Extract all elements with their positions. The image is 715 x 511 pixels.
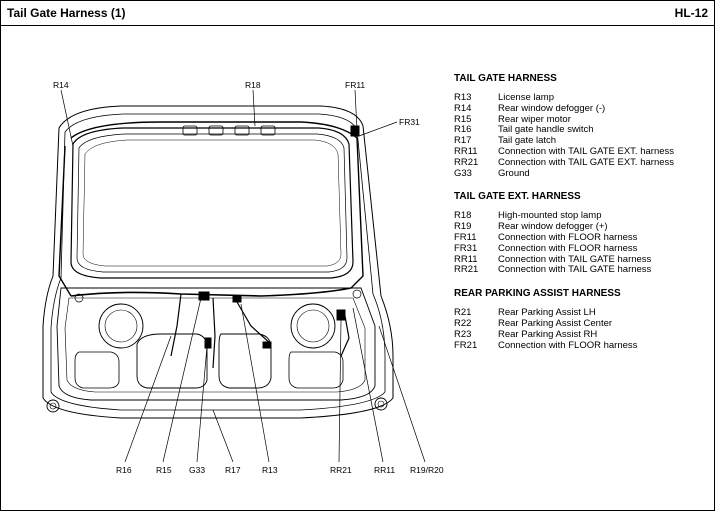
list-item: RR11 Connection with TAIL GATE EXT. harne… (454, 145, 712, 158)
connector-code: G33 (454, 167, 472, 179)
right-speaker-boss (290, 303, 336, 349)
connector-desc: Rear window defogger (+) (498, 221, 608, 233)
tailgate-outer-outline (42, 105, 394, 419)
list-item: FR31 Connection with FLOOR harness (454, 242, 712, 255)
list-item: R17 Tail gate latch (454, 135, 712, 147)
list-item: R16 Tail gate handle switch (454, 125, 712, 136)
list-item: RR11 Connection with TAIL GATE harness (454, 253, 712, 266)
list-item: R18 High-mounted stop lamp (454, 211, 712, 222)
callout-r13: R13 (262, 465, 278, 475)
callout-r16: R16 (116, 465, 132, 475)
callout-fr11: FR11 (345, 80, 365, 90)
connector-code: FR31 (454, 242, 478, 254)
connector-code: R21 (454, 307, 472, 319)
page-title: Tail Gate Harness (1) (7, 6, 126, 20)
connector-code: RR21 (454, 156, 479, 168)
connector-desc: Connection with TAIL GATE EXT. harness (498, 156, 675, 168)
page-number: HL-12 (674, 6, 708, 20)
window-opening (70, 127, 354, 279)
list-item: G33 Ground (454, 167, 712, 180)
connector-desc: Rear Parking Assist LH (498, 307, 596, 319)
callout-r17: R17 (225, 465, 241, 475)
connector-desc: Rear window defogger (-) (498, 102, 606, 114)
connector-code: R14 (454, 102, 472, 114)
connector-desc: Rear wiper motor (498, 113, 571, 125)
section-title: TAIL GATE EXT. HARNESS (454, 191, 581, 203)
connector-desc: Ground (498, 167, 530, 179)
list-item: FR21 Connection with FLOOR harness (454, 339, 712, 352)
list-item: R22 Rear Parking Assist Center (454, 317, 712, 330)
connector-desc: Connection with FLOOR harness (498, 242, 638, 254)
callout-fr31: FR31 (399, 117, 420, 127)
connector-code: R15 (454, 113, 472, 125)
connector-desc: Rear Parking Assist RH (498, 328, 598, 340)
connector-code: R18 (454, 210, 472, 222)
left-speaker-boss (98, 303, 144, 349)
callout-r19-r20: R19/R20 (410, 465, 444, 475)
connector-code: R23 (454, 328, 472, 340)
list-item: R15 Rear wiper motor (454, 113, 712, 126)
list-item: RR21 Connection with TAIL GATE EXT. harne… (454, 156, 712, 169)
connector-desc: Connection with FLOOR harness (498, 339, 638, 351)
list-item: R21 Rear Parking Assist LH (454, 307, 712, 319)
section-title: REAR PARKING ASSIST HARNESS (454, 288, 621, 300)
connector-desc: Connection with TAIL GATE harness (498, 264, 652, 276)
callout-r18: R18 (245, 80, 261, 90)
connector-desc: High-mounted stop lamp (498, 210, 602, 222)
callout-rr21: RR21 (330, 465, 352, 475)
callout-rr11: RR11 (374, 465, 395, 475)
connector-code: R16 (454, 124, 472, 136)
header-bar: Tail Gate Harness (1) HL-12 (1, 1, 714, 26)
callout-r14: R14 (53, 80, 69, 90)
connector-code: R22 (454, 317, 472, 329)
list-item: R19 Rear window defogger (+) (454, 221, 712, 233)
legend-section-tail-gate-ext: TAIL GATE EXT. HARNESS R18 High-mounted s… (454, 191, 712, 276)
list-item: FR11 Connection with FLOOR harness (454, 231, 712, 244)
connector-code: RR21 (454, 264, 479, 276)
callout-g33: G33 (189, 465, 205, 475)
connector-code: RR11 (454, 253, 478, 265)
connector-code: R19 (454, 221, 472, 233)
list-item: RR21 Connection with TAIL GATE harness (454, 265, 712, 276)
connector-desc: License lamp (498, 92, 554, 103)
connector-code: RR11 (454, 145, 478, 157)
connector-code: R13 (454, 92, 472, 103)
connector-desc: Tail gate handle switch (498, 124, 594, 136)
harness-wire-main (70, 287, 352, 297)
connector-desc: Connection with FLOOR harness (498, 231, 638, 243)
connector-desc: Tail gate latch (498, 135, 557, 147)
list-item: R23 Rear Parking Assist RH (454, 328, 712, 341)
connector-code: FR11 (454, 231, 477, 243)
connector-desc: Connection with TAIL GATE harness (498, 253, 652, 265)
list-item: R14 Rear window defogger (-) (454, 102, 712, 115)
tailgate-diagram: R14 R18 FR11 FR31 R16 R15 G33 R17 R13 RR… (42, 80, 444, 475)
section-title: TAIL GATE HARNESS (454, 73, 557, 84)
connector-desc: Rear Parking Assist Center (498, 317, 613, 329)
list-item: R13 License lamp (454, 92, 712, 104)
callout-r15: R15 (156, 465, 172, 475)
connector-code: R17 (454, 135, 472, 147)
connector-desc: Connection with TAIL GATE EXT. harness (498, 145, 675, 157)
connector-code: FR21 (454, 339, 478, 351)
